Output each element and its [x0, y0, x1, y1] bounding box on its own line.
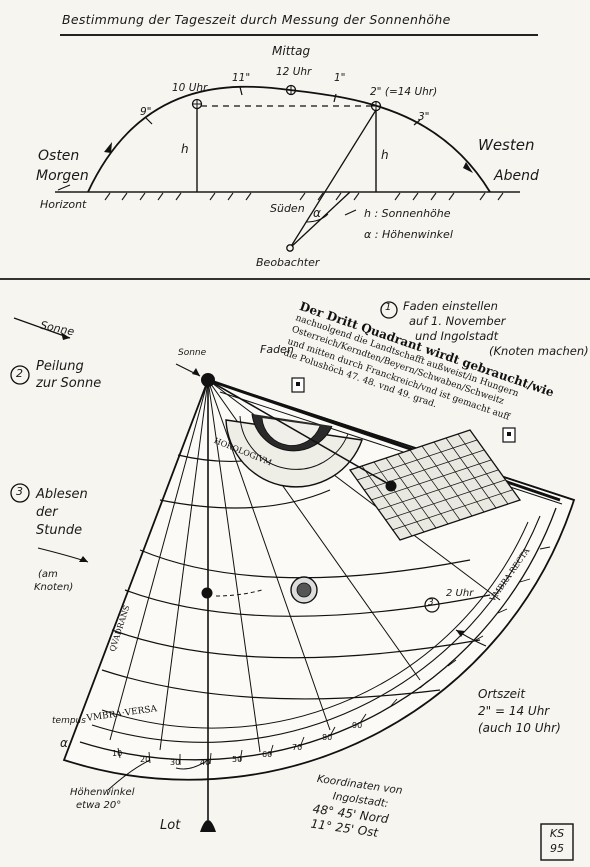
step3-number: 3	[16, 485, 23, 498]
label-h-right: h	[381, 148, 389, 162]
hoehenwinkel-block: Höhenwinkel etwa 20°	[70, 786, 134, 812]
horizon-hatching	[104, 192, 504, 201]
step3-line3: Stunde	[36, 523, 83, 538]
label-10-uhr: 10 Uhr	[172, 82, 208, 94]
label-11: 11"	[232, 72, 251, 84]
step1-number: 1	[385, 302, 392, 313]
step1-line4: (Knoten machen)	[489, 344, 589, 358]
step2-line2: zur Sonne	[36, 376, 102, 391]
arc-arrow-west	[463, 162, 473, 173]
hoehenwinkel-line1: Höhenwinkel	[70, 787, 135, 798]
label-12-uhr: 12 Uhr	[276, 66, 312, 78]
step3-text: Ablesen der Stunde	[36, 486, 88, 540]
label-sueden: Süden	[270, 202, 305, 215]
scale-band-outer	[79, 507, 557, 761]
scale-ticks	[117, 546, 551, 765]
scale-num-5: 50	[232, 755, 242, 764]
label-h-left: h	[181, 142, 189, 156]
horologium-semicircle	[225, 419, 363, 488]
stamp-box	[540, 823, 574, 861]
label-2-uhr: 2 Uhr	[446, 588, 474, 599]
label-lot: Lot	[160, 818, 181, 833]
step3-small-circle	[424, 597, 440, 613]
label-tempus: tempus	[52, 716, 86, 726]
label-westen: Westen	[478, 136, 535, 154]
label-alpha-upper: α	[313, 206, 321, 220]
scale-number-labels: 10 20 30 40 50 60 70 80 90	[112, 721, 362, 767]
scale-num-7: 70	[292, 743, 302, 752]
step3-line2: der	[36, 505, 58, 520]
title-underline	[60, 34, 538, 36]
sun-path-diagram	[55, 84, 520, 252]
ortszeit-block: Ortszeit 2" = 14 Uhr (auch 10 Uhr)	[478, 686, 561, 737]
step3-circle	[10, 483, 30, 503]
label-mittag: Mittag	[272, 44, 311, 58]
plumb-bob	[200, 820, 216, 832]
legend-h: h : Sonnenhöhe	[364, 207, 451, 220]
scale-num-9: 90	[352, 721, 362, 730]
scale-num-1: 10	[112, 749, 122, 758]
step1-circle	[380, 301, 398, 319]
step2-circle	[10, 365, 30, 385]
legend-alpha: α : Höhenwinkel	[364, 228, 453, 241]
thread-to-knot	[207, 379, 393, 487]
ortszeit-line2: 2" = 14 Uhr	[478, 704, 550, 718]
step1-line3: und Ingolstadt	[415, 329, 499, 343]
step3-line1: Ablesen	[36, 487, 88, 502]
stamp-line2: 95	[550, 842, 564, 855]
step3-note-line2: Knoten)	[34, 582, 74, 593]
label-beobachter: Beobachter	[256, 256, 320, 269]
step2-number: 2	[16, 367, 23, 380]
scale-band-inner	[91, 515, 541, 743]
knot-setting	[385, 480, 397, 492]
observer-point	[286, 244, 294, 252]
angle-arc	[305, 213, 329, 223]
label-horizont: Horizont	[40, 198, 87, 211]
step3-note: (am Knoten)	[34, 568, 73, 594]
label-2: 2" (=14 Uhr)	[370, 86, 438, 98]
step1-text: Faden einstellen auf 1. November und Ing…	[403, 299, 589, 359]
knot-bead	[201, 587, 213, 599]
step2-line1: Peilung	[36, 359, 84, 374]
label-3: 3"	[418, 111, 430, 123]
label-alpha-lower: α	[60, 736, 68, 750]
step2-text: Peilung zur Sonne	[36, 358, 101, 392]
page-title: Bestimmung der Tageszeit durch Messung d…	[62, 12, 451, 27]
ortszeit-line1: Ortszeit	[478, 687, 526, 701]
shadow-grid	[348, 429, 522, 541]
arc-arrow-east	[104, 142, 112, 153]
step3-note-line1: (am	[38, 569, 58, 580]
label-morgen: Morgen	[36, 168, 89, 184]
scale-num-3: 30	[170, 758, 180, 767]
scale-num-4: 40	[200, 758, 210, 767]
koordinaten-block: Koordinaten von Ingolstadt: 48° 45' Nord…	[310, 772, 404, 843]
label-abend: Abend	[494, 168, 539, 184]
step3-circle-number: 3	[428, 598, 434, 608]
scale-num-6: 60	[262, 750, 272, 759]
scale-num-8: 80	[322, 733, 332, 742]
stamp-line1: KS	[549, 827, 565, 840]
label-9: 9"	[140, 106, 152, 118]
label-1: 1"	[334, 72, 346, 84]
label-sonne-small: Sonne	[178, 348, 207, 358]
section-divider	[0, 278, 590, 280]
sun-ray	[13, 317, 71, 339]
scale-num-2: 20	[140, 755, 150, 764]
thread-pivot	[201, 373, 215, 387]
marker-12	[285, 84, 297, 96]
stamp-text: KS 95	[545, 826, 569, 856]
label-osten: Osten	[38, 148, 80, 164]
label-faden: Faden	[260, 343, 294, 356]
step1-line1: Faden einstellen	[403, 299, 498, 313]
step1-line2: auf 1. November	[409, 314, 506, 328]
sight-line	[289, 109, 377, 249]
ortszeit-line3: (auch 10 Uhr)	[478, 721, 561, 735]
hoehenwinkel-line2: etwa 20°	[76, 800, 122, 811]
